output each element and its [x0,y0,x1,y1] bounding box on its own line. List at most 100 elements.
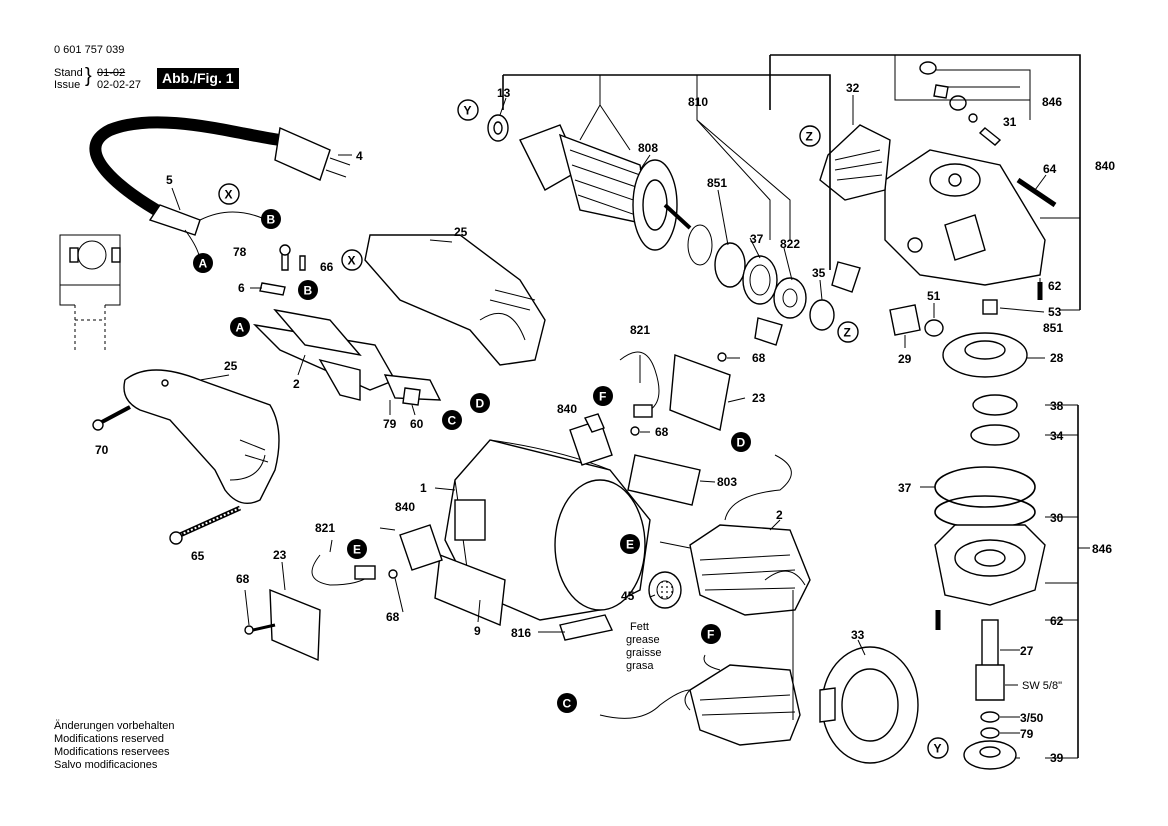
bracket-840 [894,55,1031,120]
label-1: 1 [420,481,427,495]
wire-c [599,689,691,719]
svg-text:B: B [304,284,313,298]
connector-e-badge: E [347,539,367,559]
grease-en: grease [626,634,660,646]
stand-label: Stand [54,67,83,79]
note-de: Änderungen vorbehalten [54,720,175,732]
handle-top [364,234,546,366]
o-ring [968,113,978,123]
label-24-bottom: 25 [224,359,238,373]
issue-label: Issue [54,79,81,91]
pin-29 [978,127,1002,146]
svg-text:C: C [563,697,572,711]
label-32: 34 [1050,429,1064,443]
label-64-c: 68 [386,610,400,624]
wire-e [659,541,691,549]
svg-text:D: D [737,436,746,450]
lock-33 [831,261,861,293]
label-814: 822 [780,237,800,251]
brush-cord-lower [311,554,371,586]
stand-value: 01-02 [97,67,126,79]
clamp-7 [259,282,286,296]
label-79: 3/50 [1020,711,1044,725]
connector-b-badge: B [261,209,281,229]
label-size: SW 5/8" [1022,680,1062,692]
screw-64-a [717,352,727,362]
grease-fr: graisse [626,647,661,659]
connector-c-badge: C [442,410,462,430]
carbon-brush-upper [633,404,653,418]
label-25: 27 [1020,644,1034,658]
grease-de: Fett [630,621,649,633]
label-35: 38 [1050,399,1064,413]
connector-d-badge: D [470,393,490,413]
armature [519,124,692,251]
bracket-821 [769,54,1081,311]
pinion-27 [889,304,921,336]
label-28: 30 [1050,511,1064,525]
plug [274,126,331,181]
connector-a-badge-2: A [230,317,250,337]
bracket-803 [502,74,831,270]
svg-text:E: E [626,538,634,552]
flange-37 [963,740,1017,770]
connector-z-badge: Z [799,125,821,147]
washer-79 [980,711,1000,723]
screw-62 [169,505,242,545]
label-78: 79 [1020,727,1034,741]
connector-e-badge-2: E [620,534,640,554]
label-30: 32 [846,81,860,95]
ring-38-inner [749,264,771,296]
bearing-814-inner [782,288,798,308]
spring [933,84,949,99]
power-cord [89,116,351,263]
leader-lines [171,95,1047,759]
label-63: 66 [320,260,334,274]
connector-y-badge-2: Y [927,737,949,759]
note-fr: Modifications reservees [54,746,170,758]
label-24-top: 25 [454,225,468,239]
label-23-bottom: 23 [273,548,287,562]
part-number: 0 601 757 039 [54,44,125,56]
connector-x-badge: X [218,183,240,205]
screw-63 [299,255,306,271]
svg-text:X: X [225,188,233,202]
label-64-a: 68 [752,351,766,365]
label-64-d: 68 [236,572,250,586]
connector-y-badge: Y [457,99,479,121]
label-39: 45 [621,589,635,603]
svg-text:E: E [353,543,361,557]
note-es: Salvo modificaciones [54,759,158,771]
label-846: 851 [707,176,727,190]
bearing-39 [648,571,682,609]
svg-text:F: F [707,628,714,642]
ring-32 [970,424,1020,446]
field-coil [689,524,811,616]
switch-assembly [252,244,442,406]
ring-846 [714,242,746,288]
svg-text:F: F [599,390,606,404]
label-45: 51 [927,289,941,303]
label-808: 816 [511,626,531,640]
screw-64-c [388,569,398,579]
sleeve-51 [982,299,998,315]
brush-cap-23-lower [269,588,321,662]
connector-a-badge: A [193,253,213,273]
bearing-814 [773,277,807,319]
screw-64-b [630,426,640,436]
label-68: 79 [383,417,397,431]
label-3-50: 808 [638,141,658,155]
label-5: 4 [356,149,363,163]
label-810-top: 821 [630,323,650,337]
label-6: 5 [166,173,173,187]
connector-f-badge: F [593,386,613,406]
label-34: 37 [898,481,912,495]
svg-text:Y: Y [934,742,942,756]
label-2: 2 [776,508,783,522]
label-70: 803 [717,475,737,489]
svg-text:Y: Y [464,104,472,118]
label-53: 60 [410,417,424,431]
handle-bottom [123,369,280,504]
label-803: 810 [688,95,708,109]
bearing-flange [934,524,1046,606]
